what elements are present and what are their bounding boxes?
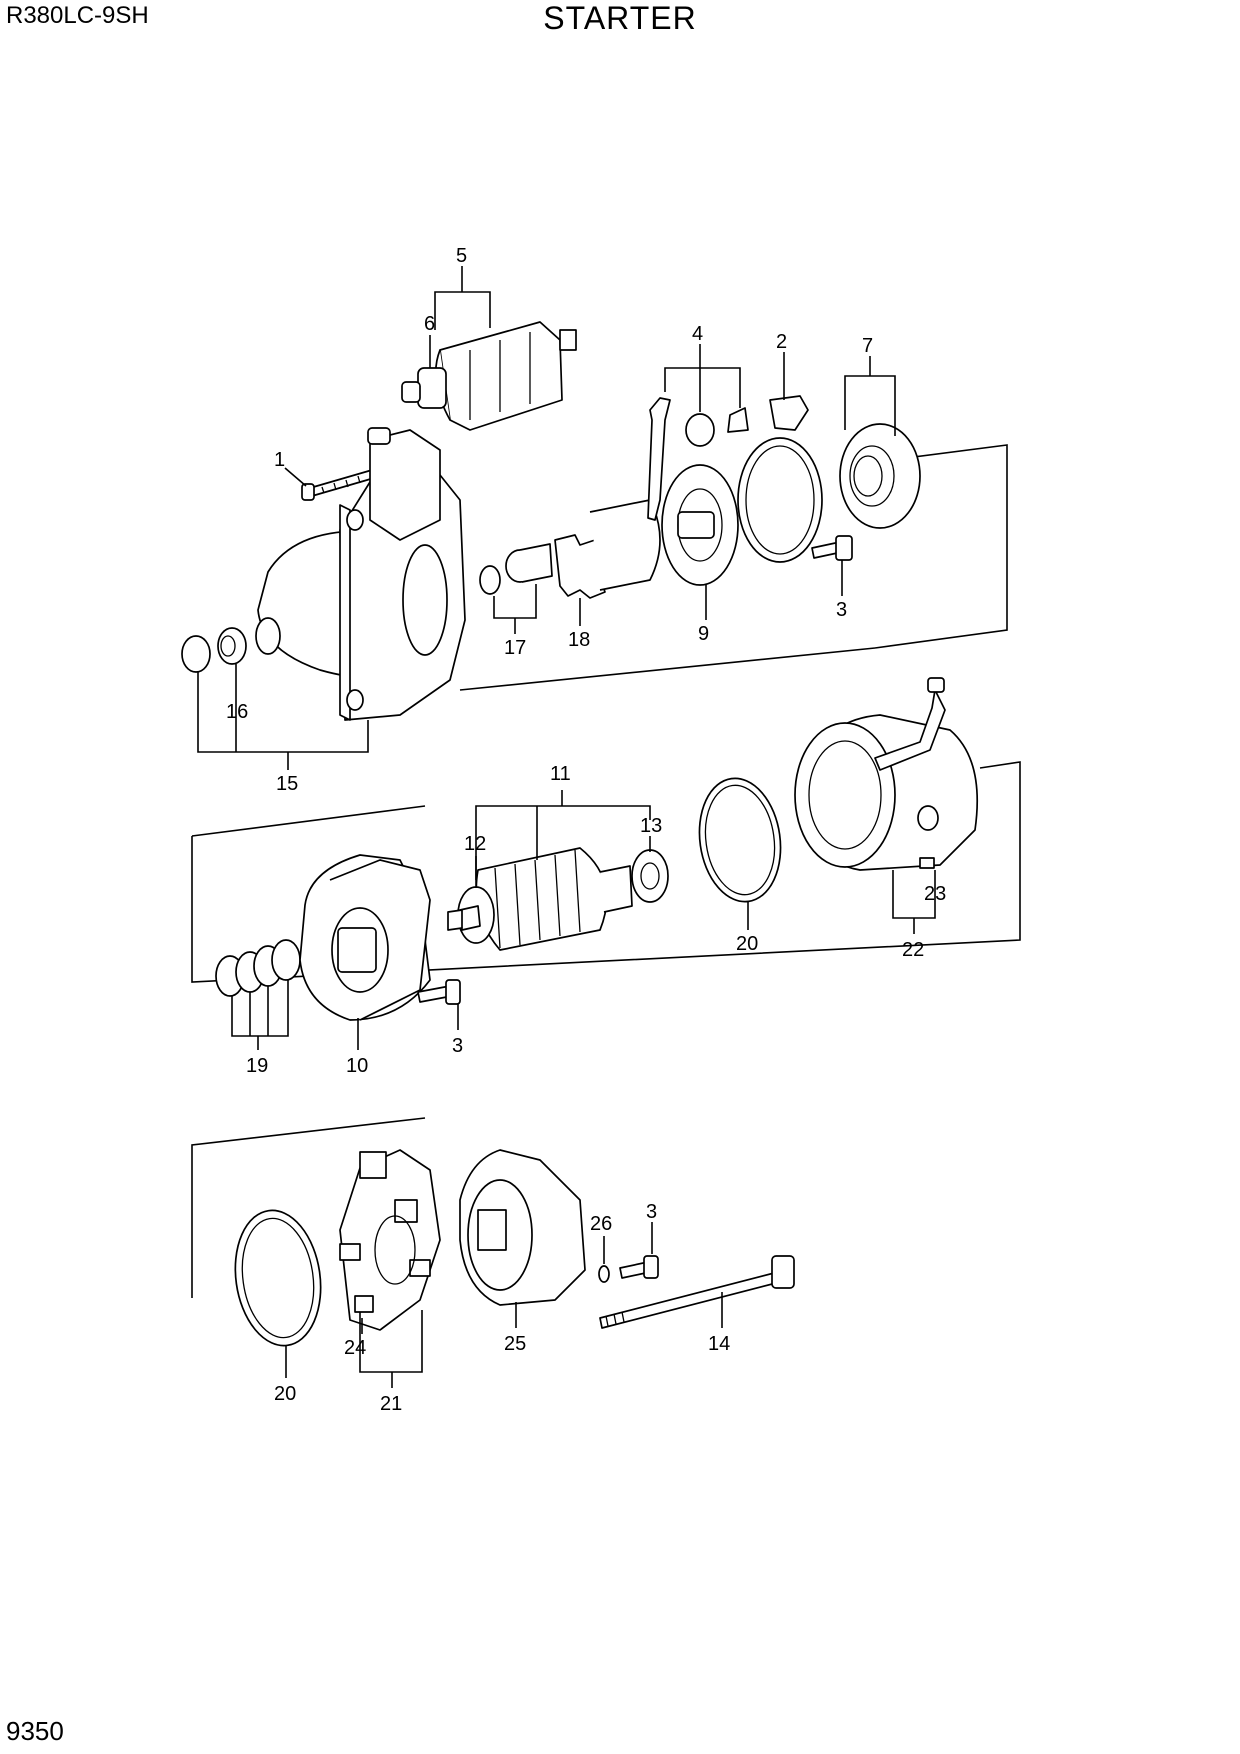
pinion-gear (554, 499, 661, 599)
washers (215, 939, 301, 997)
brush-holder (339, 1149, 441, 1331)
page-number: 9350 (6, 1716, 64, 1746)
callout-9: 9 (698, 623, 709, 645)
armature (447, 847, 633, 951)
gasket-plate (737, 395, 823, 563)
snap-ring (479, 543, 553, 595)
callout-25: 25 (504, 1333, 526, 1355)
callout-20-lower: 20 (274, 1383, 296, 1405)
callout-2: 2 (776, 331, 787, 353)
callout-3-lower: 3 (646, 1201, 657, 1223)
callout-17: 17 (504, 637, 526, 659)
callout-18: 18 (568, 629, 590, 651)
housing-10 (299, 854, 431, 1021)
callout-11: 11 (550, 763, 571, 785)
rear-cover (459, 1149, 586, 1306)
callout-3-middle: 3 (452, 1035, 463, 1057)
lower-group-frame (191, 1117, 426, 1298)
callout-14: 14 (708, 1333, 730, 1355)
callout-5: 5 (456, 245, 467, 267)
lever (647, 397, 749, 521)
callout-10: 10 (346, 1055, 368, 1077)
callout-7: 7 (862, 335, 873, 357)
callout-22: 23 (924, 883, 946, 905)
magnetic-switch (401, 321, 577, 431)
callout-4: 4 (692, 323, 703, 345)
callout-21: 22 (902, 939, 924, 961)
callout-labels: 5 6 4 2 7 1 3 9 17 18 16 15 11 12 13 20 … (226, 245, 946, 1415)
upper-group-frame (459, 444, 1008, 691)
bearing-upper (839, 423, 921, 529)
callout-26: 26 (590, 1213, 612, 1235)
bolt-middle (417, 979, 461, 1005)
bolt-lower (619, 1255, 659, 1279)
callout-1: 1 (274, 449, 285, 471)
callout-16: 16 (226, 701, 248, 723)
model-code: R380LC-9SH (6, 2, 149, 29)
o-ring-lower (234, 1209, 322, 1347)
callout-6: 6 (424, 313, 435, 335)
yoke (794, 677, 978, 871)
bearing-13 (631, 849, 669, 903)
washer-26 (598, 1265, 610, 1283)
front-bracket (255, 427, 466, 721)
middle-group-frame (191, 761, 1021, 983)
bolt-upper (811, 535, 853, 561)
through-bolt (599, 1255, 795, 1329)
internal-gear (661, 464, 739, 586)
o-ring-middle (698, 777, 782, 903)
callout-3-upper: 3 (836, 599, 847, 621)
callout-12: 12 (464, 833, 486, 855)
callout-23: 21 (380, 1393, 402, 1415)
callout-13: 13 (640, 815, 662, 837)
callout-20-middle: 20 (736, 933, 758, 955)
callout-15: 15 (276, 773, 298, 795)
page-title: STARTER (543, 0, 697, 36)
bushing (181, 627, 247, 673)
leader-lines (197, 266, 936, 1388)
callout-19: 19 (246, 1055, 268, 1077)
callout-24: 24 (344, 1337, 366, 1359)
